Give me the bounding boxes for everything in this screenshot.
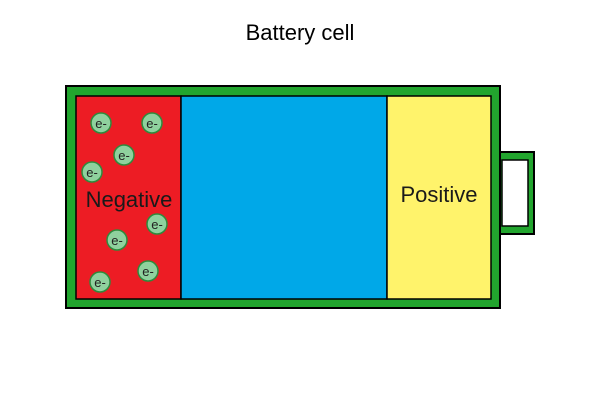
electron-label: e-	[86, 165, 98, 180]
electron: e-	[90, 112, 112, 134]
electron: e-	[106, 229, 128, 251]
electron-label: e-	[111, 233, 123, 248]
electron-label: e-	[142, 264, 154, 279]
electron-label: e-	[151, 217, 163, 232]
positive-label: Positive	[400, 182, 477, 207]
electron: e-	[146, 213, 168, 235]
diagram-title: Battery cell	[245, 20, 355, 45]
electron: e-	[89, 271, 111, 293]
electron-label: e-	[94, 275, 106, 290]
electron-label: e-	[118, 148, 130, 163]
negative-label: Negative	[86, 187, 173, 212]
electrolyte-region	[180, 95, 388, 300]
electron-label: e-	[95, 116, 107, 131]
electron: e-	[137, 260, 159, 282]
electron: e-	[141, 112, 163, 134]
electron: e-	[113, 144, 135, 166]
electron: e-	[81, 161, 103, 183]
battery-terminal-inner	[501, 159, 529, 227]
electron-label: e-	[146, 116, 158, 131]
positive-electrode	[386, 95, 492, 300]
